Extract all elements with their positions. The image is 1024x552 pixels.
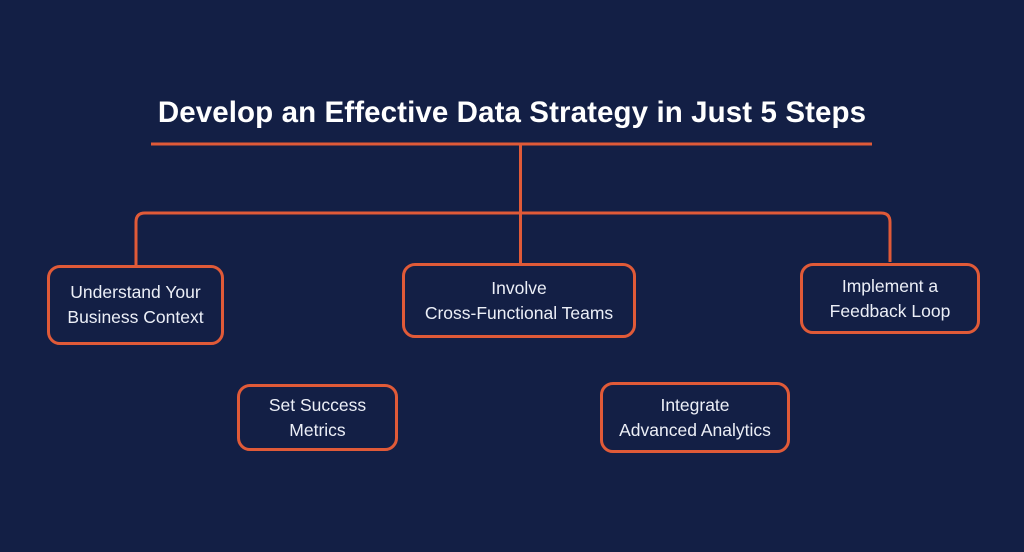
node-label: Set Success Metrics — [268, 394, 367, 440]
node-implement-feedback-loop[interactable]: Implement a Feedback Loop — [800, 263, 980, 334]
node-label: Integrate Advanced Analytics — [619, 394, 771, 440]
branch-bar — [134, 211, 892, 265]
page-title: Develop an Effective Data Strategy in Ju… — [157, 96, 867, 129]
node-understand-business-context[interactable]: Understand Your Business Context — [47, 265, 224, 345]
node-set-success-metrics[interactable]: Set Success Metrics — [237, 384, 398, 451]
node-label: Involve Cross-Functional Teams — [424, 277, 614, 323]
node-label: Understand Your Business Context — [67, 282, 204, 327]
node-involve-cross-functional-teams[interactable]: Involve Cross-Functional Teams — [402, 263, 636, 338]
node-label: Implement a Feedback Loop — [829, 275, 951, 321]
node-integrate-advanced-analytics[interactable]: Integrate Advanced Analytics — [600, 382, 790, 453]
